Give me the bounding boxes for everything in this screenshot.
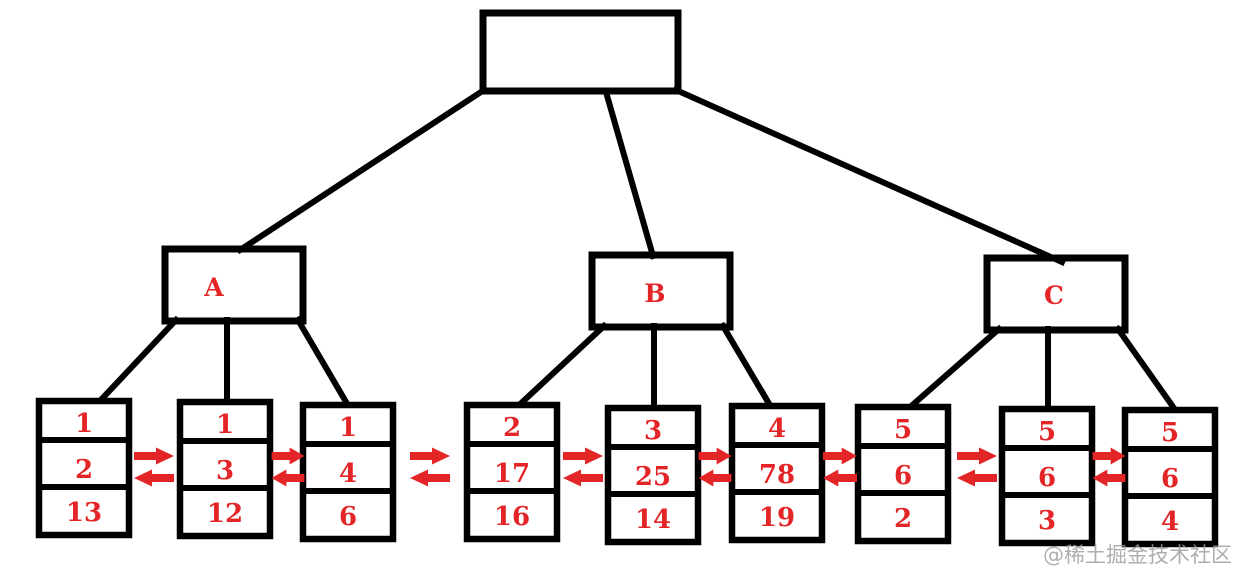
arrow-left-icon — [410, 469, 450, 487]
root-node — [479, 9, 682, 95]
edge-a-leaf1 — [93, 315, 181, 408]
leaf-node-9: 5 6 4 — [1121, 406, 1219, 548]
leaf-cell-value: 13 — [66, 498, 102, 528]
arrow-right-icon — [563, 447, 603, 465]
internal-node-c: C — [983, 254, 1129, 334]
leaf-cell-value: 3 — [1038, 506, 1056, 536]
leaf-node-3: 1 4 6 — [299, 401, 397, 543]
edge-b-leaf4 — [512, 321, 609, 412]
edge-a-leaf3 — [293, 315, 354, 412]
arrow-left-icon — [563, 469, 603, 487]
leaf-box — [176, 398, 274, 540]
arrow-left-icon — [957, 469, 997, 487]
leaf-cell-value: 16 — [494, 502, 530, 532]
leaf-cell-value: 3 — [216, 456, 234, 486]
internal-node-a: A — [161, 245, 307, 325]
leaf-node-6: 4 78 19 — [728, 402, 826, 544]
leaf-cell-value: 2 — [75, 455, 93, 485]
internal-node-b: B — [588, 251, 734, 331]
leaf-box — [998, 405, 1096, 547]
tree-edges — [93, 85, 1181, 416]
leaf-box — [604, 404, 702, 546]
internal-node-b-box — [588, 251, 734, 331]
leaf-cell-value: 3 — [644, 416, 662, 446]
leaf-node-7: 5 6 2 — [854, 403, 952, 545]
edge-root-c — [672, 86, 1066, 266]
internal-node-c-box — [983, 254, 1129, 334]
arrow-left-icon — [134, 469, 174, 487]
leaf-node-5: 3 25 14 — [604, 404, 702, 546]
edge-c-leaf9 — [1113, 324, 1181, 416]
leaf-box — [854, 403, 952, 545]
internal-node-a-box — [161, 245, 307, 325]
arrow-right-icon — [957, 447, 997, 465]
arrow-right-icon — [823, 447, 857, 465]
arrow-right-icon — [271, 447, 305, 465]
leaf-box — [728, 402, 826, 544]
leaf-cell-value: 4 — [768, 414, 786, 444]
leaf-box — [463, 401, 561, 543]
edge-b-leaf6 — [718, 321, 776, 412]
leaf-box — [299, 401, 397, 543]
leaf-cell-value: 4 — [1161, 507, 1179, 537]
leaf-cell-value: 4 — [339, 459, 357, 489]
leaf-cell-value: 5 — [894, 415, 912, 445]
leaf-node-4: 2 17 16 — [463, 401, 561, 543]
internal-node-c-label: C — [1044, 281, 1064, 310]
edge-c-leaf7 — [904, 324, 1004, 413]
arrow-right-icon — [1092, 447, 1126, 465]
internal-node-a-label: A — [203, 273, 224, 302]
leaf-cell-value: 5 — [1038, 417, 1056, 447]
leaf-node-8: 5 6 3 — [998, 405, 1096, 547]
leaf-cell-value: 25 — [635, 462, 671, 492]
arrow-right-icon — [410, 447, 450, 465]
leaf-cell-value: 1 — [75, 409, 93, 439]
leaf-cell-value: 19 — [759, 503, 795, 533]
edge-root-b — [602, 88, 657, 260]
leaf-cell-value: 5 — [1161, 418, 1179, 448]
leaf-cell-value: 17 — [494, 459, 530, 489]
leaf-cell-value: 1 — [216, 410, 234, 440]
leaf-cell-value: 1 — [339, 413, 357, 443]
arrow-left-icon — [271, 469, 305, 487]
leaf-cell-value: 6 — [894, 461, 912, 491]
leaf-cell-value: 2 — [503, 413, 521, 443]
leaf-cell-value: 14 — [635, 505, 671, 535]
watermark-text: @稀土掘金技术社区 — [1043, 543, 1232, 567]
leaf-cell-value: 78 — [759, 460, 795, 490]
arrow-left-icon — [698, 469, 732, 487]
leaf-cell-value: 12 — [207, 499, 243, 529]
arrow-left-icon — [1092, 469, 1126, 487]
arrow-right-icon — [698, 447, 732, 465]
internal-node-b-label: B — [644, 279, 665, 308]
edge-root-a — [235, 85, 489, 255]
arrow-right-icon — [134, 447, 174, 465]
leaf-cell-value: 6 — [1038, 463, 1056, 493]
leaf-cell-value: 6 — [339, 502, 357, 532]
leaf-box — [35, 397, 133, 539]
leaf-cell-value: 2 — [894, 504, 912, 534]
arrow-left-icon — [823, 469, 857, 487]
leaf-node-2: 1 3 12 — [176, 398, 274, 540]
leaf-cell-value: 6 — [1161, 464, 1179, 494]
leaf-node-1: 1 2 13 — [35, 397, 133, 539]
root-node-box — [479, 9, 682, 95]
